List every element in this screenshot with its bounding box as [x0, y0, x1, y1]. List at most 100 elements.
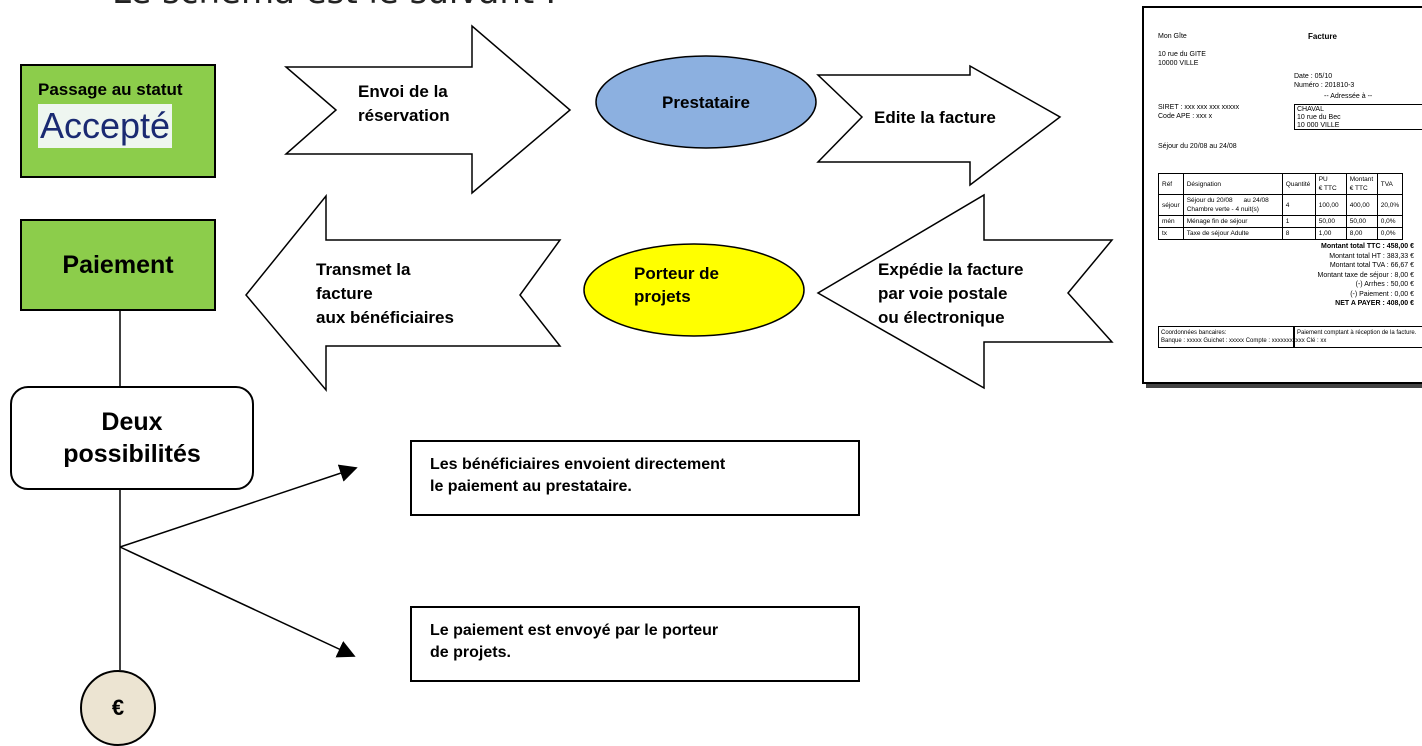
option-1-line1: Les bénéficiaires envoient directement	[430, 456, 726, 473]
invoice-addr1: 10 rue du GITE	[1158, 51, 1206, 58]
arrow-transmet-shape	[245, 193, 562, 393]
status-value: Accepté	[38, 104, 173, 148]
invoice-client3: 10 000 VILLE	[1297, 122, 1340, 129]
arrow-edite-label: Edite la facture	[874, 106, 996, 130]
table-cell: 8,00	[1345, 227, 1378, 240]
option-box-2: Le paiement est envoyé par le porteur de…	[410, 606, 860, 682]
node-prestataire-line1: Prestataire	[662, 93, 750, 112]
deux-line2: possibilités	[63, 440, 201, 468]
status-accepted-box: Passage au statut Accepté	[20, 64, 216, 178]
invoice-bank2: Banque : xxxxx Guichet : xxxxx Compte : …	[1161, 338, 1327, 344]
node-prestataire-label: Prestataire	[648, 91, 764, 114]
arrow-transmet-line2: facture	[316, 284, 373, 303]
invoice-client1: CHAVAL	[1297, 106, 1324, 113]
arrow-edite-line1: Edite la facture	[874, 108, 996, 127]
invoice-client2: 10 rue du Bec	[1297, 114, 1341, 121]
invoice-payment-terms: Paiement comptant à réception de la fact…	[1294, 326, 1422, 348]
option-2-line2: de projets.	[430, 644, 511, 661]
arrow-transmet-label: Transmet la facture aux bénéficiaires	[316, 258, 454, 330]
status-label: Passage au statut	[38, 80, 183, 99]
invoice-siret: SIRET : xxx xxx xxx xxxxx	[1158, 104, 1240, 111]
table-cell: Taxe de séjour Adulte	[1182, 227, 1283, 240]
invoice-col-tva: TVA	[1376, 173, 1404, 195]
table-cell: 0,0%	[1376, 215, 1404, 228]
table-cell: 4	[1281, 194, 1316, 216]
table-cell: 8	[1281, 227, 1316, 240]
arrow-expedie-label: Expédie la facture par voie postale ou é…	[878, 258, 1024, 330]
invoice-table: Réf Désignation Quantité PU € TTC Montan…	[1158, 173, 1404, 240]
table-cell: Ménage fin de séjour	[1182, 215, 1283, 228]
table-cell: 1,00	[1314, 227, 1347, 240]
page-heading: Le schéma est le suivant :	[112, 0, 556, 12]
arrow-transmet-line3: aux bénéficiaires	[316, 308, 454, 327]
node-porteur-label: Porteur de projets	[634, 262, 736, 308]
invoice-col-designation: Désignation	[1182, 173, 1283, 195]
paiement-label: Paiement	[62, 250, 174, 279]
table-cell: 400,00	[1345, 194, 1378, 216]
invoice-number: Numéro : 201810-3	[1294, 82, 1355, 89]
option-1-line2: le paiement au prestataire.	[430, 478, 632, 495]
invoice-sejour: Séjour du 20/08 au 24/08	[1158, 143, 1237, 150]
invoice-ape: Code APE : xxx x	[1158, 113, 1213, 120]
invoice-col-quantite: Quantité	[1281, 173, 1316, 195]
paiement-box: Paiement	[20, 219, 216, 311]
invoice-taxe-sejour: Montant taxe de séjour : 8,00 €	[1317, 271, 1414, 279]
euro-symbol: €	[111, 695, 125, 720]
invoice-bank: Coordonnées bancaires: Banque : xxxxx Gu…	[1158, 326, 1327, 348]
arrow-expedie-line1: Expédie la facture	[878, 260, 1024, 279]
table-cell: 0,0%	[1376, 227, 1404, 240]
invoice-total-ttc: Montant total TTC : 458,00 €	[1321, 243, 1414, 250]
option-box-1: Les bénéficiaires envoient directement l…	[410, 440, 860, 516]
arrow-edite	[816, 64, 1062, 187]
invoice-sender: Mon Gîte	[1158, 33, 1187, 40]
deux-possibilites-box: Deux possibilités	[10, 386, 254, 490]
table-cell: 50,00	[1314, 215, 1347, 228]
arrow-envoi-line2: réservation	[358, 106, 450, 125]
euro-coin-icon: €	[80, 670, 156, 746]
table-cell: Séjour du 20/08 au 24/08 Chambre verte -…	[1182, 194, 1283, 216]
invoice-bank1: Coordonnées bancaires:	[1161, 330, 1227, 336]
table-cell: mén	[1158, 215, 1184, 228]
arrow-envoi	[283, 24, 572, 195]
table-cell: 20,0%	[1376, 194, 1404, 216]
table-row: mén Ménage fin de séjour 1 50,00 50,00 0…	[1158, 215, 1404, 228]
invoice-totals: Montant total TTC : 458,00 € Montant tot…	[1244, 242, 1414, 309]
table-cell: séjour	[1158, 194, 1184, 216]
arrow-expedie-shape	[816, 193, 1114, 390]
node-porteur-line2: projets	[634, 287, 691, 306]
option-2-line1: Le paiement est envoyé par le porteur	[430, 622, 719, 639]
invoice-col-montant: Montant € TTC	[1345, 173, 1378, 195]
invoice-paiement: (-) Paiement : 0,00 €	[1350, 290, 1414, 298]
table-cell: tx	[1158, 227, 1184, 240]
invoice-title: Facture	[1308, 32, 1337, 41]
node-porteur-line1: Porteur de	[634, 264, 720, 283]
table-cell: 50,00	[1345, 215, 1378, 228]
branch-arrow-1	[119, 464, 358, 548]
arrow-envoi-label: Envoi de la réservation	[358, 80, 450, 128]
ellipse-porteur	[583, 243, 805, 337]
table-cell: 1	[1281, 215, 1316, 228]
invoice-col-ref: Réf	[1158, 173, 1184, 195]
arrow-envoi-line1: Envoi de la	[358, 82, 448, 101]
arrow-transmet-line1: Transmet la	[316, 260, 411, 279]
branch-arrow-2	[119, 546, 356, 658]
table-row: tx Taxe de séjour Adulte 8 1,00 8,00 0,0…	[1158, 227, 1404, 240]
table-cell: 100,00	[1314, 194, 1347, 216]
invoice-col-pu: PU € TTC	[1314, 173, 1347, 195]
invoice-total-tva: Montant total TVA : 66,67 €	[1329, 262, 1414, 269]
ellipse-prestataire	[595, 55, 817, 149]
arrow-expedie-line2: par voie postale	[878, 284, 1008, 303]
invoice-date: Date : 05/10	[1294, 73, 1333, 80]
invoice-client-box: CHAVAL 10 rue du Bec 10 000 VILLE	[1294, 104, 1422, 130]
invoice-net: NET A PAYER : 408,00 €	[1335, 300, 1414, 307]
invoice-table-header: Réf Désignation Quantité PU € TTC Montan…	[1158, 173, 1404, 195]
table-row: séjour Séjour du 20/08 au 24/08 Chambre …	[1158, 194, 1404, 216]
invoice-document: Mon Gîte Facture 10 rue du GITE 10000 VI…	[1142, 6, 1422, 384]
arrow-expedie-line3: ou électronique	[878, 308, 1005, 327]
deux-line1: Deux	[101, 408, 163, 436]
invoice-addressed: -- Adressée à --	[1324, 93, 1373, 100]
invoice-arrhes: (-) Arrhes : 50,00 €	[1355, 281, 1414, 288]
invoice-addr2: 10000 VILLE	[1158, 60, 1199, 67]
invoice-total-ht: Montant total HT : 383,33 €	[1329, 252, 1414, 260]
invoice-payment: Paiement comptant à réception de la fact…	[1297, 330, 1417, 336]
